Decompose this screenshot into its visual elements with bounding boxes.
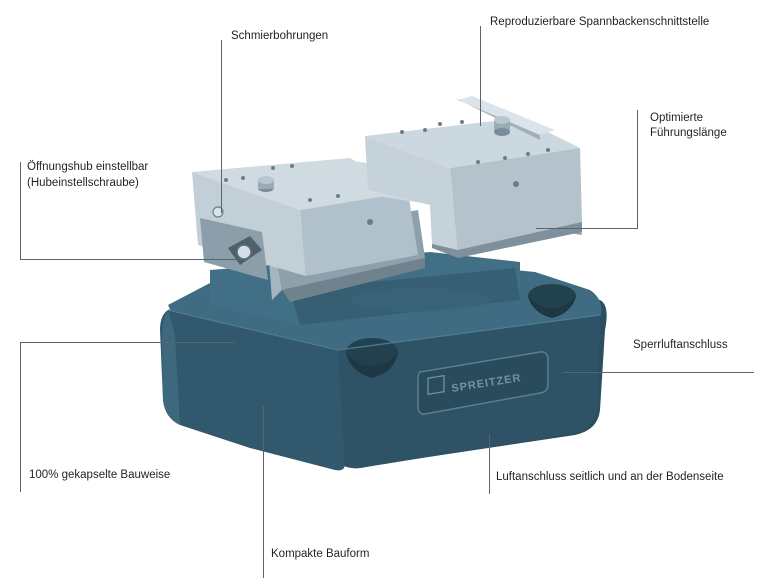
label-luftanschluss: Luftanschluss seitlich und an der Bodens…: [496, 471, 724, 483]
leader-line-luftanschluss: [489, 434, 490, 494]
leader-line-fuehrung: [637, 110, 638, 228]
leader-line-schmierbohrungen: [221, 40, 222, 213]
leader-line-kompakt: [263, 406, 264, 578]
leader-line-fuehrung-h: [536, 228, 638, 229]
leader-line-gekapselt-h: [20, 342, 234, 343]
vise-jaw-left: [192, 158, 425, 302]
leader-line-oeffnungshub-h: [20, 259, 244, 260]
leader-line-spannbacken: [480, 26, 481, 126]
label-kompakte-bauform: Kompakte Bauform: [271, 548, 370, 560]
leader-line-sperrluft: [563, 372, 754, 373]
label-gekapselte-bauweise: 100% gekapselte Bauweise: [29, 469, 171, 481]
label-fuehrungslaenge-line1: Optimierte: [650, 112, 704, 124]
leader-line-oeffnungshub: [20, 162, 21, 259]
label-fuehrungslaenge-line2: Führungslänge: [650, 127, 727, 139]
label-spannbackenschnittstelle: Reproduzierbare Spannbackenschnittstelle: [490, 16, 710, 28]
label-oeffnungshub-line1: Öffnungshub einstellbar: [27, 161, 149, 173]
label-schmierbohrungen: Schmierbohrungen: [231, 30, 329, 42]
label-sperrluftanschluss: Sperrluftanschluss: [633, 339, 728, 351]
label-oeffnungshub-line2: (Hubeinstellschraube): [27, 177, 139, 189]
leader-line-gekapselt: [20, 342, 21, 492]
vise-jaw-right: [345, 96, 582, 258]
logo-plate: [417, 351, 549, 415]
